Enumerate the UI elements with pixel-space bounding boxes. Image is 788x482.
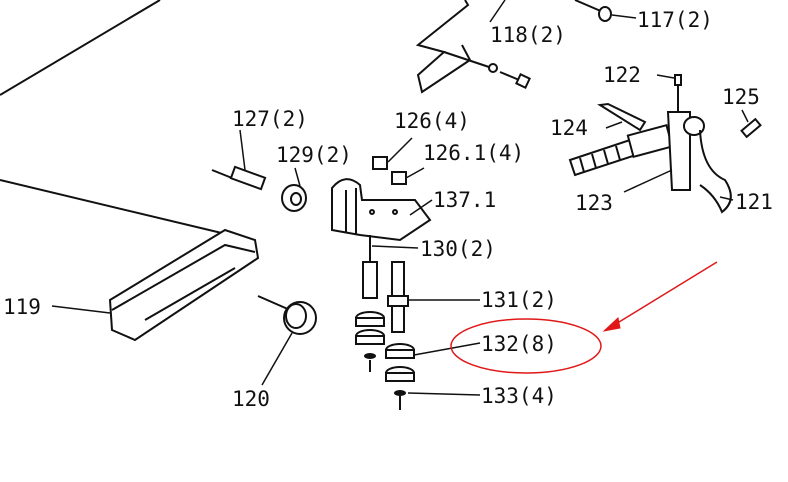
label-125: 125 [722, 85, 760, 109]
label-126-1: 126.1(4) [423, 141, 524, 165]
label-122: 122 [603, 63, 641, 87]
part-133-washers [364, 353, 481, 410]
part-129-washer [281, 167, 307, 212]
part-119-fence [51, 228, 260, 342]
label-124: 124 [550, 116, 588, 140]
highlight-annotation [450, 261, 718, 374]
label-123: 123 [575, 191, 613, 215]
part-131-shaft [387, 261, 480, 333]
label-131: 131(2) [481, 288, 557, 312]
part-126-nuts [372, 137, 425, 185]
part-120-knob [257, 295, 317, 386]
part-123-spindle-assembly [568, 74, 762, 214]
part-132-bearings [355, 311, 481, 382]
label-130: 130(2) [420, 237, 496, 261]
part-130-shaft [362, 235, 419, 299]
label-118: 118(2) [490, 23, 566, 47]
label-133: 133(4) [481, 384, 557, 408]
label-119: 119 [3, 295, 41, 319]
label-129: 129(2) [276, 143, 352, 167]
label-120: 120 [232, 387, 270, 411]
part-137-1-guide-block [331, 178, 433, 242]
part-117-bolt [574, 0, 637, 22]
label-121: 121 [735, 190, 773, 214]
part-127-pin [211, 129, 267, 191]
part-118-bracket [415, 0, 531, 94]
label-132: 132(8) [481, 332, 557, 356]
label-117: 117(2) [637, 8, 713, 32]
label-126: 126(4) [394, 109, 470, 133]
table-outline [0, 0, 231, 236]
label-127: 127(2) [232, 107, 308, 131]
label-137-1: 137.1 [433, 188, 496, 212]
